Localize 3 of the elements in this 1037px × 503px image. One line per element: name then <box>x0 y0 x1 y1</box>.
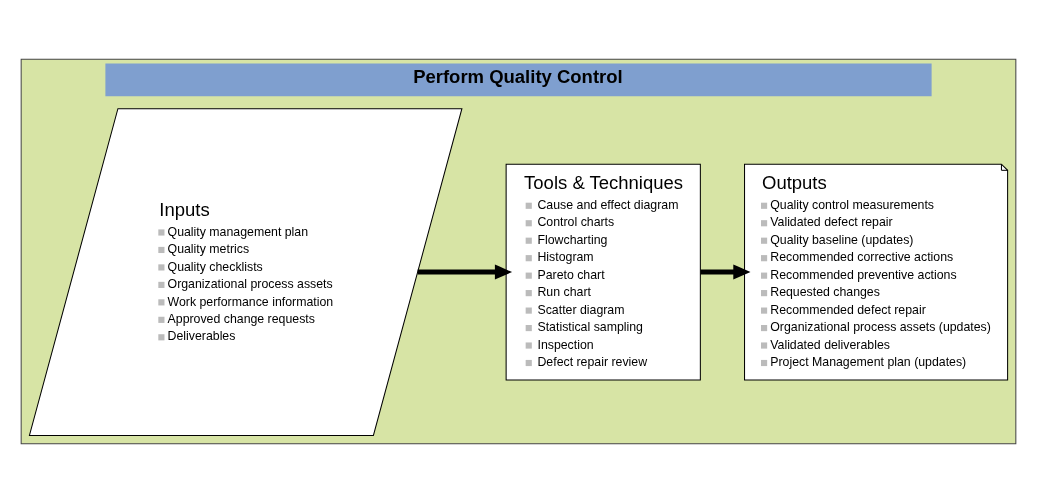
node-box: Tools & Techniques Cause and effect diagram Control charts Flowcharting Histogram Pareto chart Run chart Scatter diagram Statistical sampling Inspection Defect repair review <box>505 163 701 381</box>
arrow <box>417 264 513 280</box>
arrow <box>700 264 751 280</box>
